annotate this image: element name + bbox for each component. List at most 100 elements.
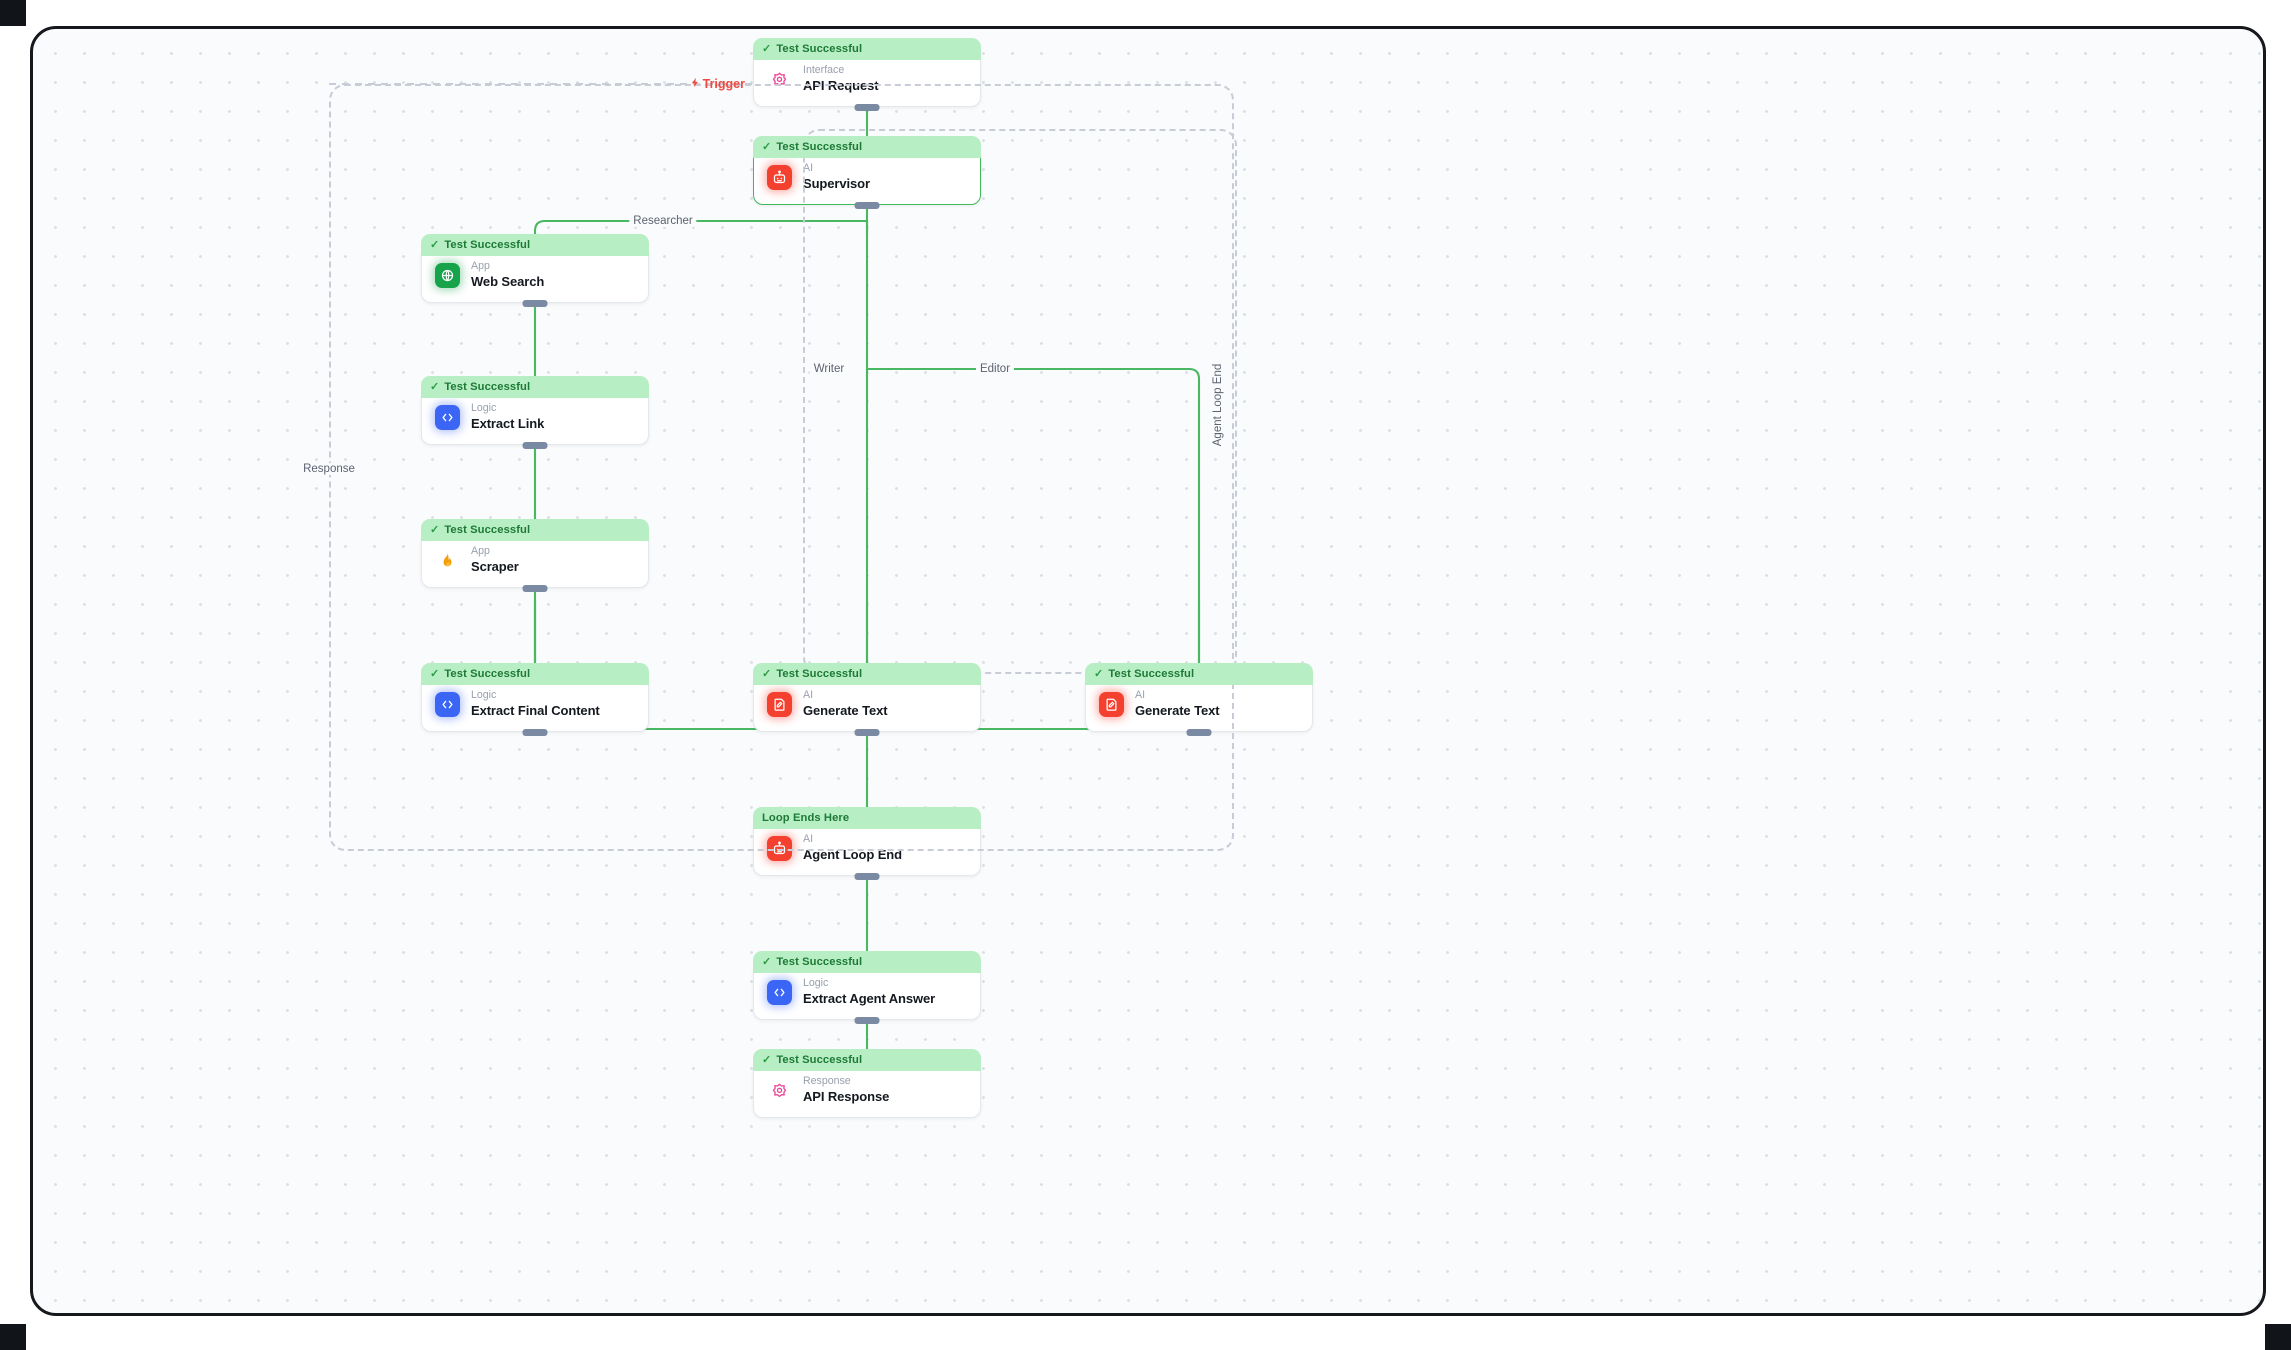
node-kind-label: AI xyxy=(803,161,814,174)
node-title: Web Search xyxy=(471,273,545,289)
check-icon: ✓ xyxy=(762,140,772,153)
flame-icon xyxy=(435,548,460,573)
node-handle-bottom[interactable] xyxy=(522,442,548,449)
node-status-label: Test Successful xyxy=(444,381,531,393)
trigger-text: Trigger xyxy=(702,77,745,91)
node-title: Supervisor xyxy=(803,175,870,191)
node-handle-bottom[interactable] xyxy=(854,104,880,111)
code-brackets-icon xyxy=(435,691,460,717)
edge-label-agent-loop-end: Agent Loop End xyxy=(1212,359,1224,451)
node-status-label: Test Successful xyxy=(444,239,531,251)
node-title: Generate Text xyxy=(1135,702,1220,718)
node-title: Extract Agent Answer xyxy=(803,990,936,1006)
generate-text-icon xyxy=(1099,691,1124,717)
code-brackets-icon xyxy=(435,404,460,430)
node-status-label: Test Successful xyxy=(444,668,531,680)
node-status-banner: ✓Test Successful xyxy=(753,38,981,60)
edge-label-researcher: Researcher xyxy=(629,215,697,227)
node-status-banner: ✓ Test Successful xyxy=(421,376,649,398)
node-status-label: Test Successful xyxy=(776,668,863,680)
edge-label-writer: Writer xyxy=(809,363,849,375)
api-flower-icon xyxy=(767,1078,792,1103)
node-title: Agent Loop End xyxy=(803,846,902,862)
node-handle-bottom[interactable] xyxy=(854,729,880,736)
trigger-label: Trigger xyxy=(690,76,745,92)
robot-icon xyxy=(767,164,792,190)
node-title: Scraper xyxy=(471,558,519,574)
node-handle-bottom[interactable] xyxy=(854,1017,880,1024)
node-status-banner: ✓ Test Successful xyxy=(421,663,649,685)
robot-icon xyxy=(767,835,792,861)
generate-text-icon xyxy=(767,691,792,717)
node-kind-label: Logic xyxy=(471,401,497,414)
node-status-label: Test Successful xyxy=(776,141,863,153)
node-handle-bottom[interactable] xyxy=(522,300,548,307)
edge-supervisor-to-web-search xyxy=(533,219,867,234)
corner-mark-bottom-left xyxy=(0,1324,26,1350)
node-kind-label: Response xyxy=(803,1074,851,1087)
node-handle-bottom[interactable] xyxy=(854,873,880,880)
check-icon: ✓ xyxy=(1094,667,1104,680)
node-kind-label: App xyxy=(471,259,490,272)
node-title: Extract Final Content xyxy=(471,702,600,718)
node-title: Generate Text xyxy=(803,702,888,718)
node-handle-bottom[interactable] xyxy=(522,729,548,736)
node-handle-bottom[interactable] xyxy=(1186,729,1212,736)
node-status-label: Test Successful xyxy=(776,956,863,968)
check-icon: ✓ xyxy=(430,380,440,393)
node-status-banner: Loop Ends Here xyxy=(753,807,981,829)
check-icon: ✓ xyxy=(430,667,440,680)
node-kind-label: AI xyxy=(803,832,814,845)
node-kind-label: Interface xyxy=(803,63,845,76)
node-kind-label: Logic xyxy=(803,976,829,989)
check-icon: ✓ xyxy=(430,523,440,536)
node-handle-bottom[interactable] xyxy=(522,585,548,592)
node-title: Extract Link xyxy=(471,415,545,431)
node-title: API Response xyxy=(803,1088,890,1104)
check-icon: ✓ xyxy=(762,955,772,968)
globe-icon xyxy=(435,262,460,288)
node-status-label: Test Successful xyxy=(776,43,863,55)
node-status-label: Test Successful xyxy=(444,524,531,536)
agent-loop-frame xyxy=(803,129,1237,674)
node-kind-label: AI xyxy=(1135,688,1146,701)
edge-label-editor: Editor xyxy=(975,363,1015,375)
node-status-banner: ✓ Test Successful xyxy=(753,951,981,973)
node-kind-label: App xyxy=(471,544,490,557)
node-handle-bottom[interactable] xyxy=(854,202,880,209)
code-brackets-icon xyxy=(767,979,792,1005)
corner-mark-bottom-right xyxy=(2265,1324,2291,1350)
node-kind-label: Logic xyxy=(471,688,497,701)
edge-label-response: Response xyxy=(299,463,359,475)
lightning-bolt-icon xyxy=(690,76,701,92)
